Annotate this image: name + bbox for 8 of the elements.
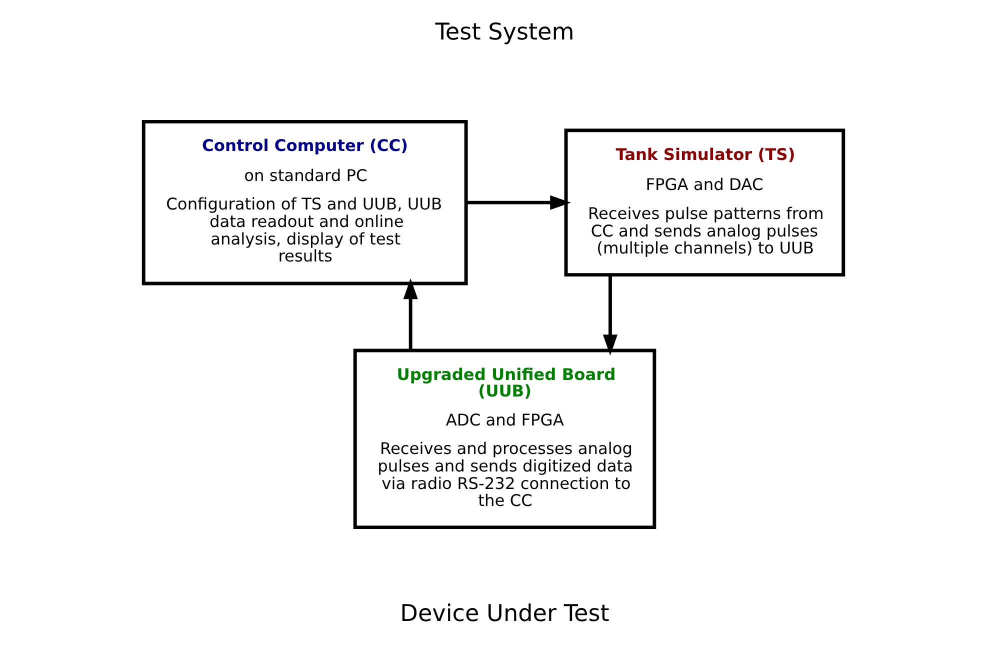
label: Test System [435, 20, 574, 46]
label: Device Under Test [400, 600, 610, 627]
node-box: Tank Simulator (TS) FPGA and DAC Receives pulse patterns from CC and sends analog pulses (multiple channels) to UUB [564, 128, 846, 277]
arrow [602, 275, 618, 356]
node-box: Upgraded Unified Board (UUB) ADC and FPGA Receives and processes analog pulses and sends digitized data via radio RS-232 connection to the CC [353, 348, 656, 530]
node-box: Control Computer (CC) on standard PC Configuration of TS and UUB, UUB data readout and online analysis, display of test results [142, 120, 468, 286]
arrow [403, 278, 418, 350]
arrow [466, 195, 571, 210]
